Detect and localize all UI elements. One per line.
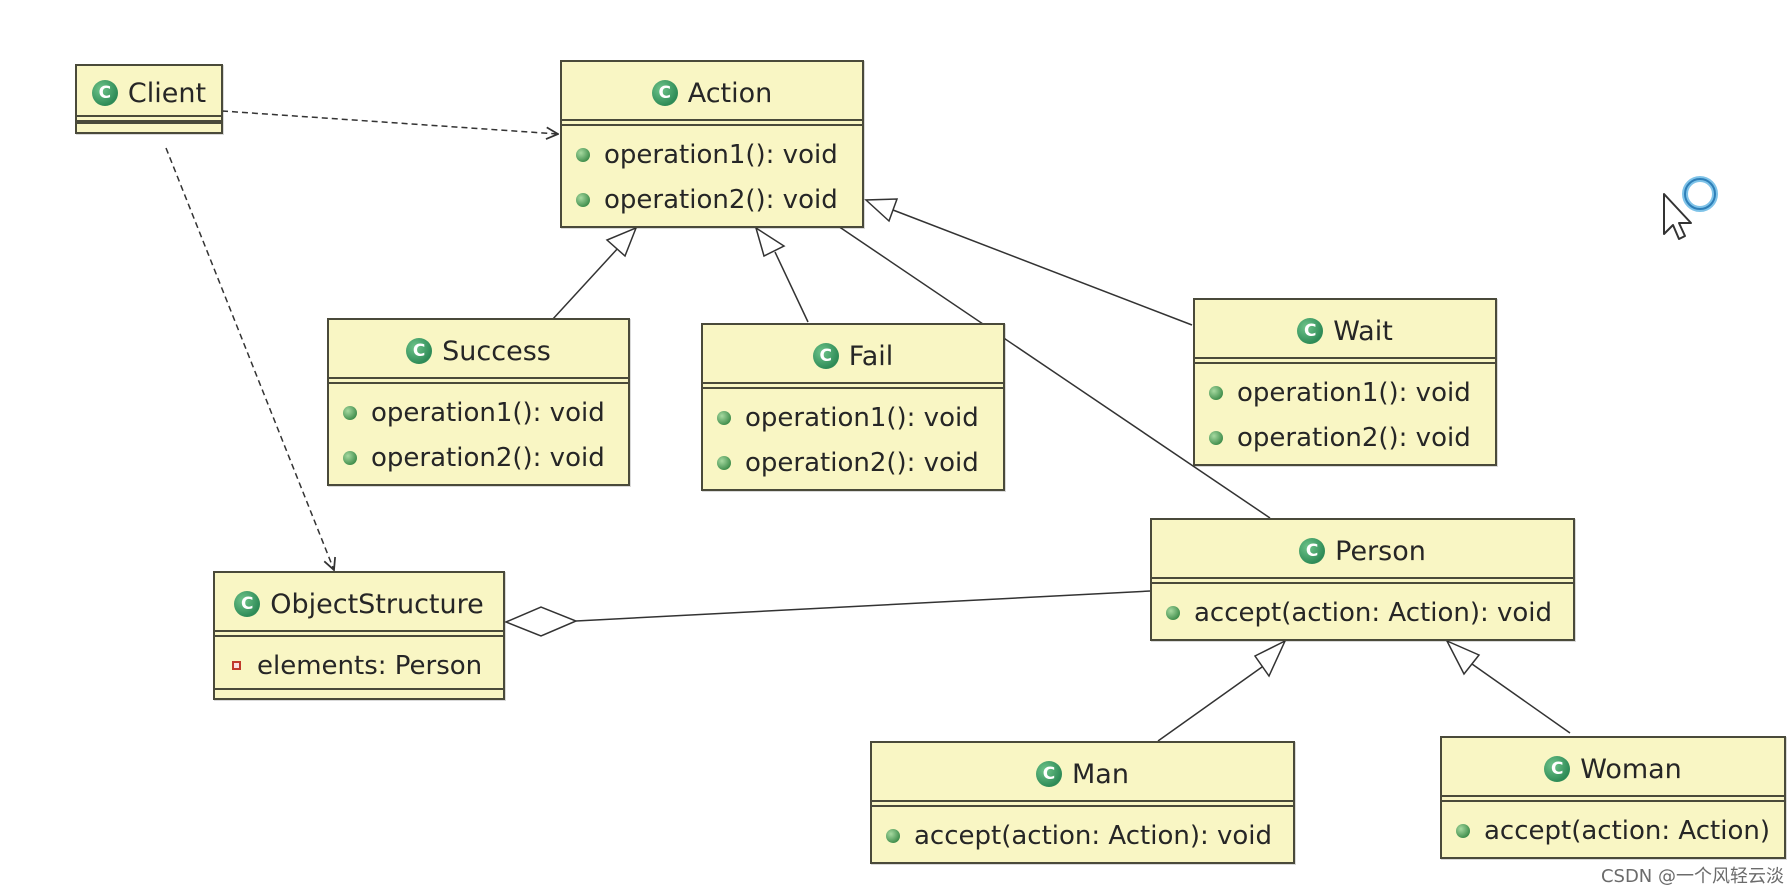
aggregation-diamond bbox=[504, 606, 578, 637]
class-objectstructure-fields: elements: Person bbox=[215, 637, 503, 688]
class-name: Success bbox=[442, 335, 551, 367]
class-success-methods: operation1(): void operation2(): void bbox=[329, 384, 628, 484]
class-name: Woman bbox=[1580, 753, 1682, 785]
method-row[interactable]: accept(action: Action) bbox=[1456, 808, 1774, 853]
class-man-methods: accept(action: Action): void bbox=[872, 807, 1293, 862]
green-dot-icon bbox=[717, 410, 731, 425]
class-woman-methods: accept(action: Action) bbox=[1442, 802, 1784, 857]
class-action[interactable]: C Action operation1(): void operation2()… bbox=[560, 60, 864, 228]
method-row[interactable]: operation1(): void bbox=[717, 395, 993, 440]
class-c-icon: C bbox=[1544, 756, 1571, 782]
class-objectstructure-methods-compartment bbox=[215, 688, 503, 698]
generalization-arrowhead bbox=[864, 198, 899, 223]
class-name: Man bbox=[1072, 758, 1129, 790]
class-fail-header: C Fail bbox=[703, 325, 1003, 389]
method-row[interactable]: operation1(): void bbox=[576, 132, 852, 177]
class-woman-header: C Woman bbox=[1442, 738, 1784, 802]
method-row[interactable]: operation2(): void bbox=[717, 440, 993, 485]
green-dot-icon bbox=[343, 450, 357, 465]
class-person-methods: accept(action: Action): void bbox=[1152, 584, 1573, 639]
class-man-header: C Man bbox=[872, 743, 1293, 807]
class-woman[interactable]: C Woman accept(action: Action) bbox=[1440, 736, 1786, 859]
class-fail-methods: operation1(): void operation2(): void bbox=[703, 389, 1003, 489]
relation-man-person-generalization bbox=[1157, 666, 1263, 742]
generalization-arrowhead bbox=[1253, 639, 1287, 678]
green-dot-icon bbox=[576, 147, 590, 162]
method-row[interactable]: accept(action: Action): void bbox=[1166, 590, 1563, 635]
class-c-icon: C bbox=[1297, 318, 1324, 344]
green-dot-icon bbox=[1209, 385, 1223, 400]
class-person[interactable]: C Person accept(action: Action): void bbox=[1150, 518, 1575, 641]
busy-cursor-icon bbox=[1663, 176, 1718, 240]
green-dot-icon bbox=[1209, 430, 1223, 445]
class-client[interactable]: C Client bbox=[75, 64, 223, 134]
class-c-icon: C bbox=[406, 338, 433, 364]
class-c-icon: C bbox=[91, 80, 118, 106]
relation-wait-action-generalization bbox=[892, 209, 1193, 326]
field-row[interactable]: elements: Person bbox=[229, 643, 493, 688]
method-row[interactable]: operation2(): void bbox=[576, 177, 852, 222]
green-dot-icon bbox=[576, 192, 590, 207]
class-man[interactable]: C Man accept(action: Action): void bbox=[870, 741, 1295, 864]
class-name: Person bbox=[1335, 535, 1426, 567]
class-action-header: C Action bbox=[562, 62, 862, 126]
class-fail[interactable]: C Fail operation1(): void operation2(): … bbox=[701, 323, 1005, 491]
green-dot-icon bbox=[717, 455, 731, 470]
method-row[interactable]: operation1(): void bbox=[343, 390, 618, 435]
class-name: Wait bbox=[1333, 315, 1393, 347]
red-square-icon bbox=[232, 661, 241, 670]
class-c-icon: C bbox=[234, 591, 261, 617]
green-dot-icon bbox=[343, 405, 357, 420]
class-name: Action bbox=[687, 77, 773, 109]
relation-person-objectstructure-aggregation bbox=[575, 590, 1151, 622]
class-c-icon: C bbox=[1036, 761, 1063, 787]
generalization-arrowhead bbox=[1445, 639, 1481, 676]
class-person-header: C Person bbox=[1152, 520, 1573, 584]
green-dot-icon bbox=[1456, 823, 1470, 838]
class-name: Client bbox=[127, 77, 207, 109]
relation-fail-action-generalization bbox=[774, 251, 809, 323]
method-row[interactable]: accept(action: Action): void bbox=[886, 813, 1283, 858]
generalization-arrowhead bbox=[754, 226, 786, 258]
class-client-empty-body bbox=[77, 122, 221, 132]
class-objectstructure-header: C ObjectStructure bbox=[215, 573, 503, 637]
class-objectstructure[interactable]: C ObjectStructure elements: Person bbox=[213, 571, 505, 700]
class-wait-header: C Wait bbox=[1195, 300, 1495, 364]
method-row[interactable]: operation1(): void bbox=[1209, 370, 1485, 415]
class-success[interactable]: C Success operation1(): void operation2(… bbox=[327, 318, 630, 486]
method-row[interactable]: operation2(): void bbox=[343, 435, 618, 480]
class-success-header: C Success bbox=[329, 320, 628, 384]
watermark: CSDN @一个风轻云淡 bbox=[1600, 866, 1784, 887]
class-name: Fail bbox=[848, 340, 894, 372]
class-action-methods: operation1(): void operation2(): void bbox=[562, 126, 862, 226]
relation-client-objectstructure-dependency bbox=[165, 147, 334, 570]
class-c-icon: C bbox=[1299, 538, 1326, 564]
class-c-icon: C bbox=[651, 80, 678, 106]
class-wait-methods: operation1(): void operation2(): void bbox=[1195, 364, 1495, 464]
class-c-icon: C bbox=[812, 343, 839, 369]
relation-success-action-generalization bbox=[551, 246, 620, 321]
green-dot-icon bbox=[1166, 605, 1180, 620]
class-name: ObjectStructure bbox=[270, 588, 484, 620]
class-wait[interactable]: C Wait operation1(): void operation2(): … bbox=[1193, 298, 1497, 466]
class-client-header: C Client bbox=[77, 66, 221, 122]
relation-client-action-dependency bbox=[221, 110, 558, 134]
green-dot-icon bbox=[886, 828, 900, 843]
relation-woman-person-generalization bbox=[1471, 663, 1571, 734]
method-row[interactable]: operation2(): void bbox=[1209, 415, 1485, 460]
generalization-arrowhead bbox=[605, 226, 638, 258]
